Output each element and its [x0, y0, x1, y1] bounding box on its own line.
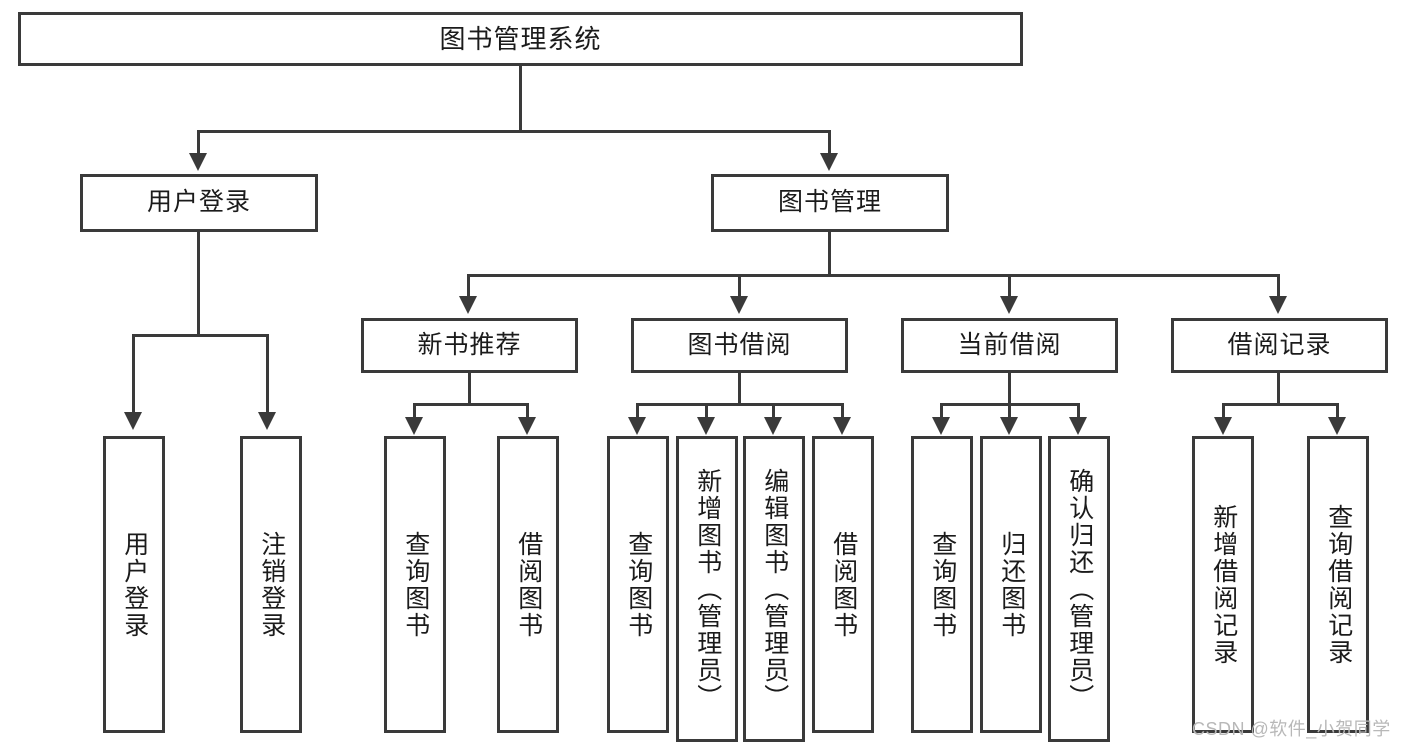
node-label: 新书推荐 [417, 330, 522, 359]
arrow-root-to-bookmgmt [820, 153, 838, 171]
connector-root-to-login [197, 130, 200, 156]
arrow-current-to-confirm [1069, 417, 1087, 435]
arrow-record-to-query [1328, 417, 1346, 435]
connector-login-drop-1 [132, 334, 135, 414]
connector-current-stem [1008, 373, 1011, 405]
connector-login-stem [197, 232, 200, 337]
connector-current-drop-1 [940, 403, 943, 419]
leaf-record-add-record[interactable]: 新增借阅记录 [1192, 436, 1254, 733]
connector-recommend-drop-2 [526, 403, 529, 419]
connector-login-drop-2 [266, 334, 269, 414]
node-root-system[interactable]: 图书管理系统 [18, 12, 1023, 66]
arrow-to-borrow-record [1269, 296, 1287, 314]
arrow-borrow-to-add [697, 417, 715, 435]
arrow-recommend-to-query [405, 417, 423, 435]
leaf-borrow-add-book[interactable]: 新增图书（管理员） [676, 436, 738, 742]
connector-borrow-drop-2 [705, 403, 708, 419]
arrow-record-to-add [1214, 417, 1232, 435]
node-label: 注销登录 [257, 530, 286, 639]
connector-borrow-drop-4 [841, 403, 844, 419]
arrow-login-to-userlogin [124, 412, 142, 430]
connector-record-drop-2 [1336, 403, 1339, 419]
arrow-recommend-to-borrow [518, 417, 536, 435]
connector-record-bar [1222, 403, 1339, 406]
node-label: 图书管理系统 [439, 23, 602, 54]
connector-current-drop-2 [1008, 403, 1011, 419]
connector-borrow-drop-3 [772, 403, 775, 419]
connector-bookmgmt-bar [467, 274, 1278, 277]
connector-bookmgmt-drop-4 [1277, 274, 1280, 298]
connector-root-stem [519, 66, 522, 130]
arrow-borrow-to-edit [764, 417, 782, 435]
node-label: 查询图书 [401, 530, 430, 639]
node-label: 图书借阅 [687, 330, 792, 359]
node-label: 借阅记录 [1227, 330, 1332, 359]
arrow-to-current-borrow [1000, 296, 1018, 314]
node-label: 归还图书 [997, 530, 1026, 639]
leaf-borrow-lend-book[interactable]: 借阅图书 [812, 436, 874, 733]
leaf-current-confirm-return[interactable]: 确认归还（管理员） [1048, 436, 1110, 742]
connector-record-stem [1277, 373, 1280, 405]
node-current-borrow[interactable]: 当前借阅 [901, 318, 1118, 373]
leaf-current-return-book[interactable]: 归还图书 [980, 436, 1042, 733]
node-label: 查询图书 [624, 530, 653, 639]
arrow-to-book-borrow [730, 296, 748, 314]
node-label: 编辑图书（管理员） [760, 467, 789, 711]
connector-bookmgmt-drop-2 [738, 274, 741, 298]
leaf-recommend-query-book[interactable]: 查询图书 [384, 436, 446, 733]
node-label: 借阅图书 [514, 530, 543, 639]
node-book-management[interactable]: 图书管理 [711, 174, 949, 232]
node-label: 新增借阅记录 [1209, 503, 1238, 666]
node-label: 用户登录 [120, 530, 149, 639]
arrow-login-to-logout [258, 412, 276, 430]
node-book-borrow[interactable]: 图书借阅 [631, 318, 848, 373]
csdn-watermark: CSDN @软件_小贺同学 [1192, 719, 1391, 739]
node-label: 用户登录 [146, 188, 251, 217]
connector-borrow-stem [738, 373, 741, 405]
node-label: 借阅图书 [829, 530, 858, 639]
connector-borrow-drop-1 [636, 403, 639, 419]
arrow-root-to-login [189, 153, 207, 171]
node-label: 新增图书（管理员） [693, 467, 722, 711]
connector-recommend-bar [413, 403, 529, 406]
node-label: 当前借阅 [957, 330, 1062, 359]
leaf-recommend-borrow-book[interactable]: 借阅图书 [497, 436, 559, 733]
leaf-record-query-record[interactable]: 查询借阅记录 [1307, 436, 1369, 733]
connector-borrow-bar [636, 403, 844, 406]
connector-recommend-stem [468, 373, 471, 405]
node-label: 确认归还（管理员） [1065, 467, 1094, 711]
leaf-user-login[interactable]: 用户登录 [103, 436, 165, 733]
leaf-borrow-query-book[interactable]: 查询图书 [607, 436, 669, 733]
connector-recommend-drop-1 [413, 403, 416, 419]
arrow-borrow-to-query [628, 417, 646, 435]
arrow-current-to-query [932, 417, 950, 435]
connector-login-bar [132, 334, 269, 337]
leaf-logout[interactable]: 注销登录 [240, 436, 302, 733]
arrow-to-new-book-recommend [459, 296, 477, 314]
connector-bookmgmt-drop-1 [467, 274, 470, 298]
connector-bookmgmt-stem [828, 232, 831, 276]
node-label: 图书管理 [777, 188, 882, 217]
connector-current-drop-3 [1077, 403, 1080, 419]
connector-root-to-bookmgmt [828, 130, 831, 156]
node-label: 查询图书 [928, 530, 957, 639]
connector-bookmgmt-drop-3 [1008, 274, 1011, 298]
node-user-login[interactable]: 用户登录 [80, 174, 318, 232]
node-borrow-record[interactable]: 借阅记录 [1171, 318, 1388, 373]
node-new-book-recommend[interactable]: 新书推荐 [361, 318, 578, 373]
arrow-borrow-to-lend [833, 417, 851, 435]
connector-root-bar [197, 130, 831, 133]
arrow-current-to-return [1000, 417, 1018, 435]
leaf-borrow-edit-book[interactable]: 编辑图书（管理员） [743, 436, 805, 742]
node-label: 查询借阅记录 [1324, 503, 1353, 666]
leaf-current-query-book[interactable]: 查询图书 [911, 436, 973, 733]
connector-record-drop-1 [1222, 403, 1225, 419]
